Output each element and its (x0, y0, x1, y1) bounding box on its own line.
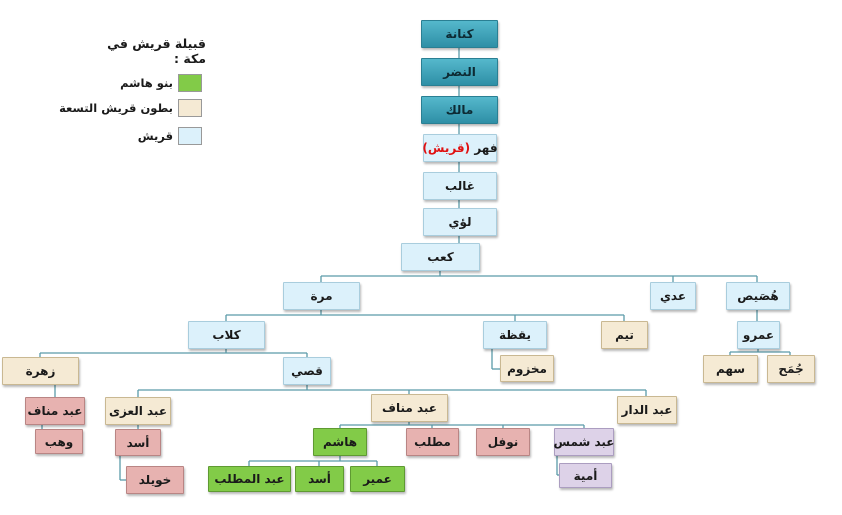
node-umayya: أمية (559, 463, 612, 488)
legend-title: قبيلة قريش في مكة : (107, 36, 206, 66)
node-abd-al-uzza: عبد العزى (105, 397, 171, 425)
legend-label-nine-clans: بطون قريش التسعة (59, 101, 173, 115)
node-yaqaza: يقظة (483, 321, 547, 349)
node-nawfal: نوفل (476, 428, 530, 456)
node-abd-shams: عبد شمس (553, 428, 615, 456)
node-hashim: هاشم (313, 428, 367, 456)
node-asad-uzza: أسد (115, 429, 161, 456)
node-fihr: فهر (قريش) (422, 134, 498, 162)
node-amr: عمرو (737, 321, 780, 349)
node-luayy: لؤي (423, 208, 497, 236)
node-taym: تيم (601, 321, 648, 349)
node-umayr: عمير (350, 466, 405, 492)
node-adi: عدي (650, 282, 696, 310)
node-zuhra: زهرة (2, 357, 79, 385)
node-asad-hashim: أسد (295, 466, 344, 492)
legend-swatch-quraysh (178, 127, 202, 145)
node-qusayy: قصي (283, 357, 331, 385)
node-husays: هُصَيص (726, 282, 790, 310)
legend-swatch-nine-clans (178, 99, 202, 117)
quraysh-note: (قريش) (422, 141, 471, 155)
node-khuwaylid: خويلد (126, 466, 184, 494)
legend-swatch-banu-hashim (178, 74, 202, 92)
node-jumah: جُمَح (767, 355, 815, 383)
node-muttalib: مطلب (406, 428, 459, 456)
node-malik: مالك (421, 96, 498, 124)
node-wahb: وهب (35, 429, 83, 454)
node-kilab: كلاب (188, 321, 265, 349)
node-kaab: كعب (401, 243, 480, 271)
node-ghalib: غالب (423, 172, 497, 200)
node-sahm: سهم (703, 355, 758, 383)
node-makhzum: مخزوم (500, 355, 554, 382)
node-abd-manaf: عبد مناف (371, 394, 448, 422)
node-murra: مرة (283, 282, 360, 310)
node-kinana: كنانة (421, 20, 498, 48)
legend-label-quraysh: قريش (137, 129, 173, 143)
node-abd-al-muttalib: عبد المطلب (208, 466, 291, 492)
node-abd-al-dar: عبد الدار (617, 396, 677, 424)
legend-label-banu-hashim: بنو هاشم (120, 76, 173, 90)
node-abd-manaf-zuhra: عبد مناف (25, 397, 85, 425)
node-nadr: النضر (421, 58, 498, 86)
